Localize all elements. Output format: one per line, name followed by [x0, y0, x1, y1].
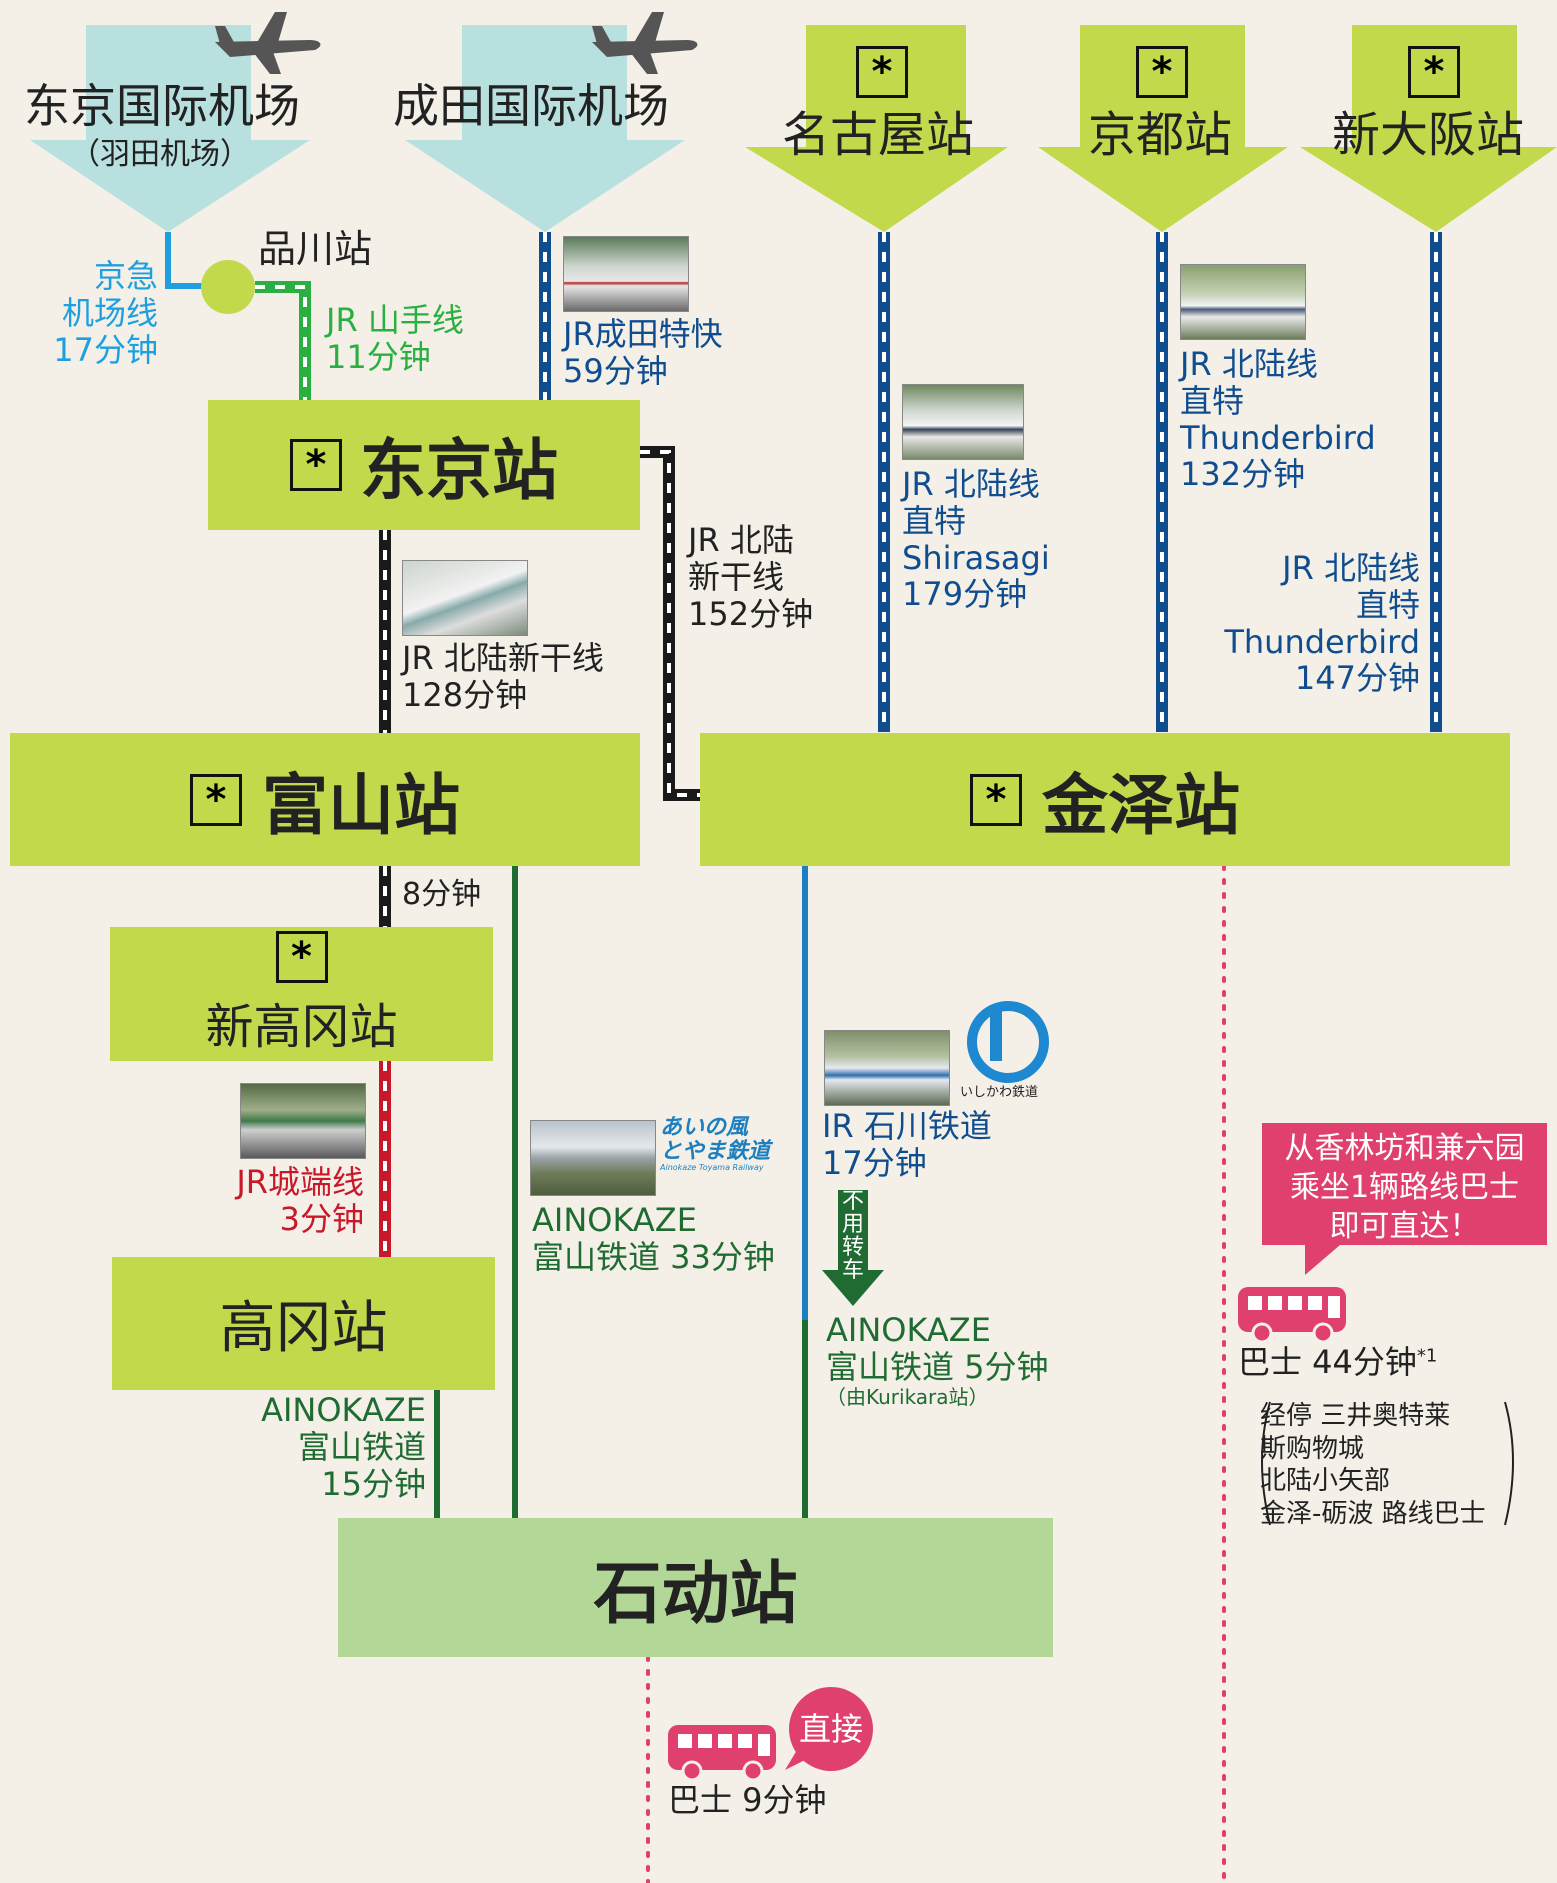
shin-osaka-arrow [1300, 25, 1557, 232]
thunderbird-photo [1180, 264, 1306, 340]
asterisk-box-icon: * [190, 773, 242, 826]
shin-osaka-station-label: 新大阪站 [1332, 107, 1525, 163]
nagoya-arrow [745, 25, 1008, 232]
asterisk-box-icon: * [290, 439, 342, 491]
kanazawa-station-box: * 金泽站 [700, 733, 1510, 866]
johana-line-photo [240, 1083, 366, 1159]
jr-logo [967, 1001, 1049, 1083]
nagoya-station-label: 名古屋站 [782, 107, 975, 163]
airplane-icon [592, 12, 698, 74]
asterisk-box-icon: * [856, 46, 908, 98]
shinagawa-dot [201, 260, 255, 314]
kyoto-arrow [1038, 25, 1288, 232]
shinagawa-station-label: 品川站 [258, 227, 373, 271]
narita-express-photo [563, 236, 689, 312]
haneda-airport-sublabel: （羽田机场） [70, 137, 250, 172]
isurugi-bus-time: 巴士 9分钟 [668, 1781, 827, 1819]
shinkansen-photo [402, 560, 528, 636]
toyama-station-label: 富山站 [262, 766, 460, 844]
ainokaze-photo [530, 1120, 656, 1196]
takaoka-station-label: 高冈站 [219, 1296, 388, 1361]
isurugi-station-label: 石动站 [593, 1555, 798, 1634]
yamanote-line [255, 281, 311, 400]
bus-icon [668, 1725, 776, 1782]
shin-takaoka-station-label: 新高冈站 [205, 999, 398, 1055]
asterisk-box-icon: * [970, 773, 1022, 826]
tokyo-station-label: 东京站 [360, 432, 558, 509]
kanazawa-bus-time: 巴士 44分钟*1 [1238, 1343, 1438, 1381]
ir-logo-text: いしかわ鉄道 [960, 1085, 1039, 1100]
takaoka-station-box: 高冈站 [112, 1257, 495, 1390]
shin-takaoka-station-box: * 新高冈站 [110, 927, 493, 1061]
isurugi-station-box: 石动站 [338, 1518, 1053, 1657]
narita-airport-label: 成田国际机场 [393, 79, 669, 133]
kanazawa-bus-callout: 从香林坊和兼六园乘坐1辆路线巴士即可直达！ [1262, 1123, 1547, 1245]
direct-badge: 直接 [789, 1687, 873, 1771]
shirasagi-photo [902, 384, 1024, 460]
asterisk-box-icon: * [1408, 46, 1460, 98]
bus-icon [1238, 1287, 1346, 1344]
asterisk-box-icon: * [275, 931, 328, 983]
toyama-station-box: * 富山站 [10, 733, 640, 866]
haneda-airport-label: 东京国际机场 [24, 79, 300, 133]
kanazawa-station-label: 金泽站 [1042, 766, 1240, 844]
tokyo-station-box: * 东京站 [208, 400, 640, 530]
kyoto-station-label: 京都站 [1088, 107, 1233, 163]
asterisk-box-icon: * [1136, 46, 1188, 98]
footnote-mark: *1 [1416, 1345, 1438, 1367]
no-transfer-arrow [822, 1190, 884, 1306]
toyama-shintakaoka-time: 8分钟 [402, 877, 482, 912]
kanazawa-bus-via: 经停 三井奥特莱斯购物城北陆小矢部金泽-砺波 路线巴士 [1260, 1401, 1486, 1529]
no-transfer-label: 不用转车 [841, 1189, 864, 1284]
ir-ishikawa-photo [824, 1030, 950, 1106]
airplane-icon [215, 12, 321, 74]
